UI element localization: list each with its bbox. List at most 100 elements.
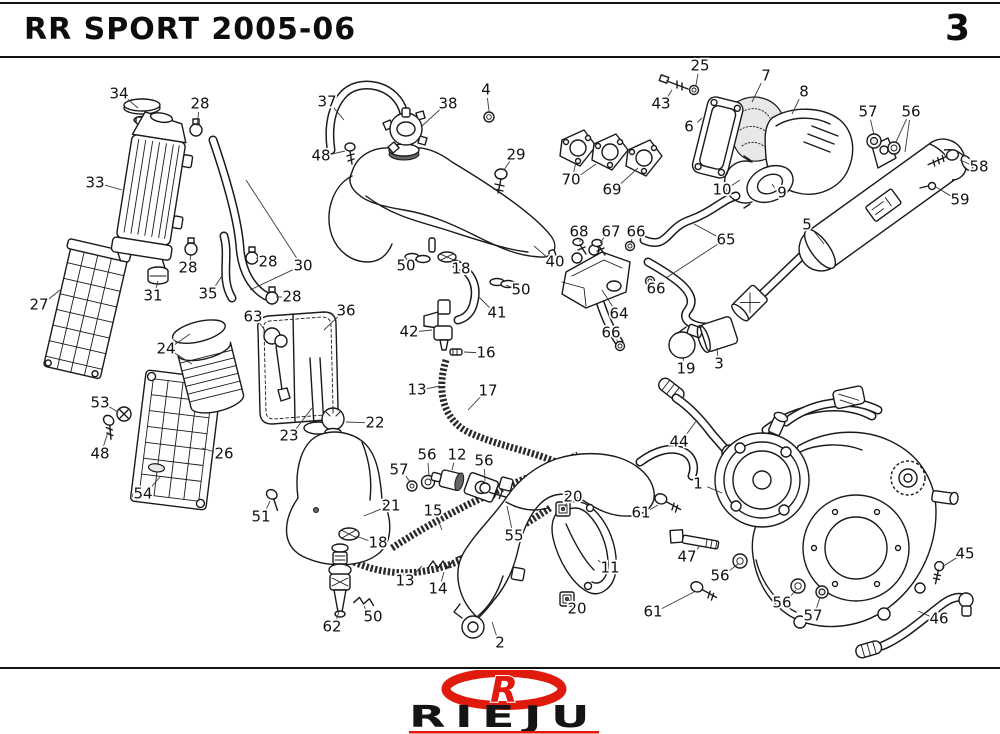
part-number-45: 45 xyxy=(955,545,974,563)
part-number-46: 46 xyxy=(929,610,948,628)
part-number-70: 70 xyxy=(561,171,580,189)
engine-illustration xyxy=(658,377,974,659)
part-number-54: 54 xyxy=(133,485,152,503)
part-number-31: 31 xyxy=(143,287,162,305)
leader-line-66 xyxy=(649,281,651,284)
leader-line-30 xyxy=(245,179,298,260)
part-number-23: 23 xyxy=(279,427,298,445)
leader-line-50 xyxy=(363,605,368,612)
part-number-58: 58 xyxy=(969,158,988,176)
leader-line-43 xyxy=(666,89,673,98)
part-number-55: 55 xyxy=(504,527,523,545)
leader-line-33 xyxy=(104,184,123,191)
part-number-48: 48 xyxy=(90,445,109,463)
leader-line-61 xyxy=(649,504,659,510)
leader-line-35 xyxy=(213,275,223,288)
clamp-18 xyxy=(338,527,360,541)
part-number-35: 35 xyxy=(198,285,217,303)
part-number-18: 18 xyxy=(451,260,470,278)
leader-line-14 xyxy=(440,571,445,582)
page-number: 3 xyxy=(944,8,970,49)
part-number-48: 48 xyxy=(311,147,330,165)
part-number-43: 43 xyxy=(651,95,670,113)
screw-61 xyxy=(654,493,682,513)
leader-line-65 xyxy=(665,243,718,279)
leader-line-29 xyxy=(503,160,511,171)
part-number-66: 66 xyxy=(626,223,645,241)
leader-line-58 xyxy=(959,159,970,165)
part-number-50: 50 xyxy=(363,608,382,626)
part-number-20: 20 xyxy=(567,600,586,618)
part-number-56: 56 xyxy=(772,594,791,612)
leader-line-57 xyxy=(816,596,821,609)
part-number-11: 11 xyxy=(600,559,619,577)
leader-line-70 xyxy=(579,163,597,177)
part-number-16: 16 xyxy=(476,344,495,362)
leader-line-18 xyxy=(449,260,454,265)
part-number-2: 2 xyxy=(495,634,505,652)
leader-line-67 xyxy=(599,237,605,244)
leader-line-34 xyxy=(126,98,139,109)
part-number-50: 50 xyxy=(511,281,530,299)
hose-clamp xyxy=(184,237,198,256)
bolt-29 xyxy=(493,168,508,194)
leader-line-56 xyxy=(904,119,910,153)
leader-line-44 xyxy=(684,419,698,437)
part-number-24: 24 xyxy=(156,340,175,358)
part-number-57: 57 xyxy=(803,607,822,625)
brand-wordmark: RIEJU xyxy=(409,700,599,734)
leader-line-6 xyxy=(696,117,703,123)
part-number-36: 36 xyxy=(336,302,355,320)
oil-pump-illustration xyxy=(561,191,741,352)
part-number-33: 33 xyxy=(85,174,104,192)
heat-shield-illustration xyxy=(551,501,617,595)
leader-line-28 xyxy=(196,111,200,127)
leader-line-41 xyxy=(477,295,490,308)
part-number-28: 28 xyxy=(282,288,301,306)
leader-line-63 xyxy=(259,322,267,333)
leader-line-4 xyxy=(486,97,490,112)
part-number-69: 69 xyxy=(602,181,621,199)
gear-lever-illustration xyxy=(855,592,974,659)
leader-line-62 xyxy=(335,611,340,620)
part-number-37: 37 xyxy=(317,93,336,111)
page-title: RR SPORT 2005-06 xyxy=(24,12,357,47)
fitting-16 xyxy=(449,348,463,356)
part-number-38: 38 xyxy=(438,95,457,113)
part-number-28: 28 xyxy=(258,253,277,271)
leader-line-51 xyxy=(265,500,271,511)
part-number-59: 59 xyxy=(950,191,969,209)
part-number-30: 30 xyxy=(293,257,312,275)
leader-line-55 xyxy=(506,505,513,529)
leader-line-57 xyxy=(405,475,411,483)
part-number-12: 12 xyxy=(447,446,466,464)
leader-line-15 xyxy=(436,518,443,531)
leader-line-69 xyxy=(619,167,639,186)
logo-oval xyxy=(441,670,567,710)
part-number-17: 17 xyxy=(478,382,497,400)
part-number-56: 56 xyxy=(901,103,920,121)
leader-line-36 xyxy=(323,315,339,331)
silencer-illustration xyxy=(731,133,974,322)
leader-line-48 xyxy=(102,431,109,447)
intake-illustration xyxy=(658,74,854,209)
leader-line-13 xyxy=(412,565,423,577)
leader-line-56 xyxy=(895,118,907,143)
hose-clamp xyxy=(245,246,259,265)
bolt-47 xyxy=(669,529,720,550)
part-number-44: 44 xyxy=(669,433,688,451)
radiator-guard-upper xyxy=(43,238,132,380)
wordmark-underline xyxy=(409,731,599,734)
part-number-29: 29 xyxy=(506,146,525,164)
oil-tank-illustration xyxy=(285,357,391,618)
leader-line-17 xyxy=(467,396,482,411)
bolt-68 xyxy=(572,237,587,255)
part-number-61: 61 xyxy=(643,603,662,621)
clip-20 xyxy=(555,501,571,517)
leader-line-5 xyxy=(813,230,825,245)
spring-50 xyxy=(352,596,375,607)
leader-line-25 xyxy=(695,73,699,86)
part-number-57: 57 xyxy=(858,103,877,121)
leader-line-70 xyxy=(573,161,577,173)
